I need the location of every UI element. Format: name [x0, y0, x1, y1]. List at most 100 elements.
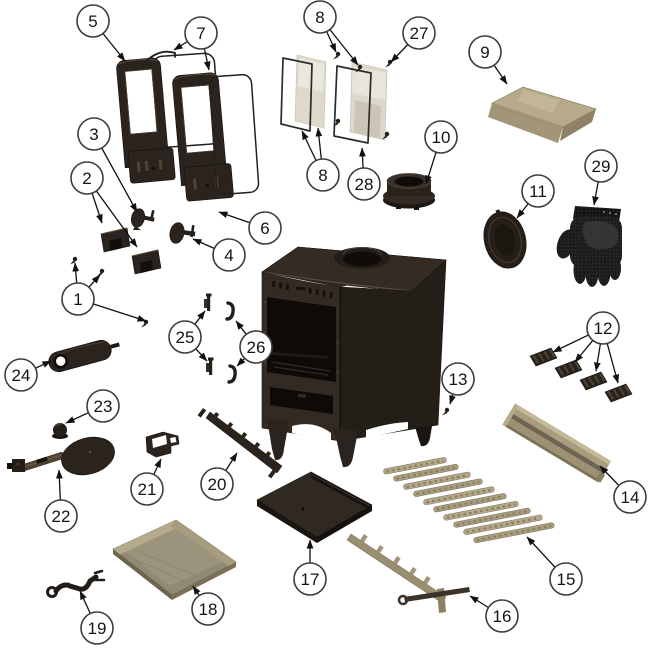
grate-bars [383, 457, 555, 544]
glass-panel-left [280, 54, 327, 132]
vent-plate-upper [100, 227, 131, 253]
door-gasket-right-loop [208, 73, 260, 195]
leader-line [390, 44, 409, 63]
callout-3: 3 [77, 117, 138, 213]
leader-line [153, 458, 162, 475]
callout-28: 28 [347, 147, 381, 201]
leader-line [493, 64, 508, 85]
stove-glove [556, 206, 622, 287]
ash-pan-cover [256, 471, 373, 543]
callout-7: 7 [173, 16, 218, 71]
callout-29: 29 [584, 149, 618, 206]
leader-line [195, 348, 208, 362]
leader-line [72, 262, 80, 284]
callout-25: 25 [168, 310, 208, 362]
callout-27: 27 [390, 16, 436, 63]
callout-number: 15 [557, 570, 576, 589]
vent-plate-lower [131, 249, 162, 275]
leader-line [425, 152, 437, 185]
callout-balloon [86, 389, 120, 423]
callout-balloon [347, 167, 381, 201]
callout-balloon [248, 211, 282, 245]
callout-balloon [441, 362, 475, 396]
leader-line [192, 585, 201, 596]
door-handle [48, 339, 120, 373]
callout-balloon [306, 158, 340, 192]
callout-number: 16 [493, 607, 512, 626]
callout-balloon [77, 117, 111, 151]
callout-balloon [402, 16, 436, 50]
operating-tool [346, 533, 470, 613]
ash-pan-tray [112, 519, 237, 600]
callout-11: 11 [516, 174, 555, 219]
callout-number: 8 [315, 8, 324, 27]
callout-10: 10 [424, 120, 458, 185]
blanking-plate [483, 209, 527, 269]
leader-line [91, 192, 103, 224]
callout-15: 15 [526, 536, 583, 596]
air-control-knob-3 [130, 208, 155, 230]
riddling-lever [7, 436, 115, 476]
leader-line [65, 412, 89, 424]
callout-number: 26 [247, 338, 266, 357]
leader-line [79, 590, 91, 614]
baffle-plate [488, 86, 597, 143]
callout-14: 14 [599, 465, 647, 514]
glass-panel-right [333, 61, 388, 144]
leader-line [326, 31, 337, 53]
leader-line [606, 343, 620, 384]
leader-line [599, 465, 620, 486]
riddling-knob [52, 423, 68, 439]
leader-line [88, 274, 101, 288]
callout-balloon [239, 330, 273, 364]
callout-balloon [80, 611, 114, 645]
leader-line [329, 29, 359, 66]
callout-number: 9 [480, 43, 489, 62]
callout-number: 6 [260, 219, 269, 238]
callout-balloon [293, 562, 327, 596]
leader-line [552, 334, 589, 353]
fixing-screw-13 [442, 407, 450, 416]
callout-number: 20 [208, 475, 227, 494]
leader-line [359, 147, 366, 169]
callout-number: 3 [89, 125, 98, 144]
leader-line [449, 394, 456, 405]
leader-line [218, 211, 251, 224]
callout-balloon [191, 592, 225, 626]
callout-number: 1 [73, 290, 82, 309]
callout-21: 21 [130, 458, 164, 506]
callout-number: 11 [529, 182, 547, 201]
door-tool [46, 569, 106, 598]
callout-balloon [61, 282, 95, 316]
callout-balloon [200, 467, 234, 501]
callout-number: 12 [594, 319, 613, 338]
stove-body [261, 246, 447, 468]
callout-balloon [168, 320, 202, 354]
callout-balloon [4, 358, 38, 392]
leader-line [55, 469, 63, 501]
callout-5: 5 [76, 4, 126, 62]
log-retainer-rail [502, 403, 612, 483]
callout-balloon [76, 4, 110, 38]
callout-balloon [521, 174, 555, 208]
callout-4: 4 [192, 238, 246, 272]
leader-line [102, 33, 126, 62]
callout-18: 18 [191, 585, 225, 626]
leader-line [315, 127, 323, 160]
callout-number: 21 [138, 480, 157, 499]
callout-19: 19 [79, 590, 114, 645]
callout-2: 2 [70, 161, 138, 248]
callout-number: 7 [196, 24, 205, 43]
callout-24: 24 [4, 358, 52, 392]
leader-line [173, 40, 188, 51]
leader-line [574, 339, 594, 363]
callout-number: 14 [621, 488, 640, 507]
callout-balloon [586, 311, 620, 345]
air-control-knob-4 [169, 222, 196, 244]
leader-line [192, 238, 215, 250]
leader-line [203, 48, 211, 71]
callout-number: 22 [52, 507, 71, 526]
callout-balloon [44, 499, 78, 533]
